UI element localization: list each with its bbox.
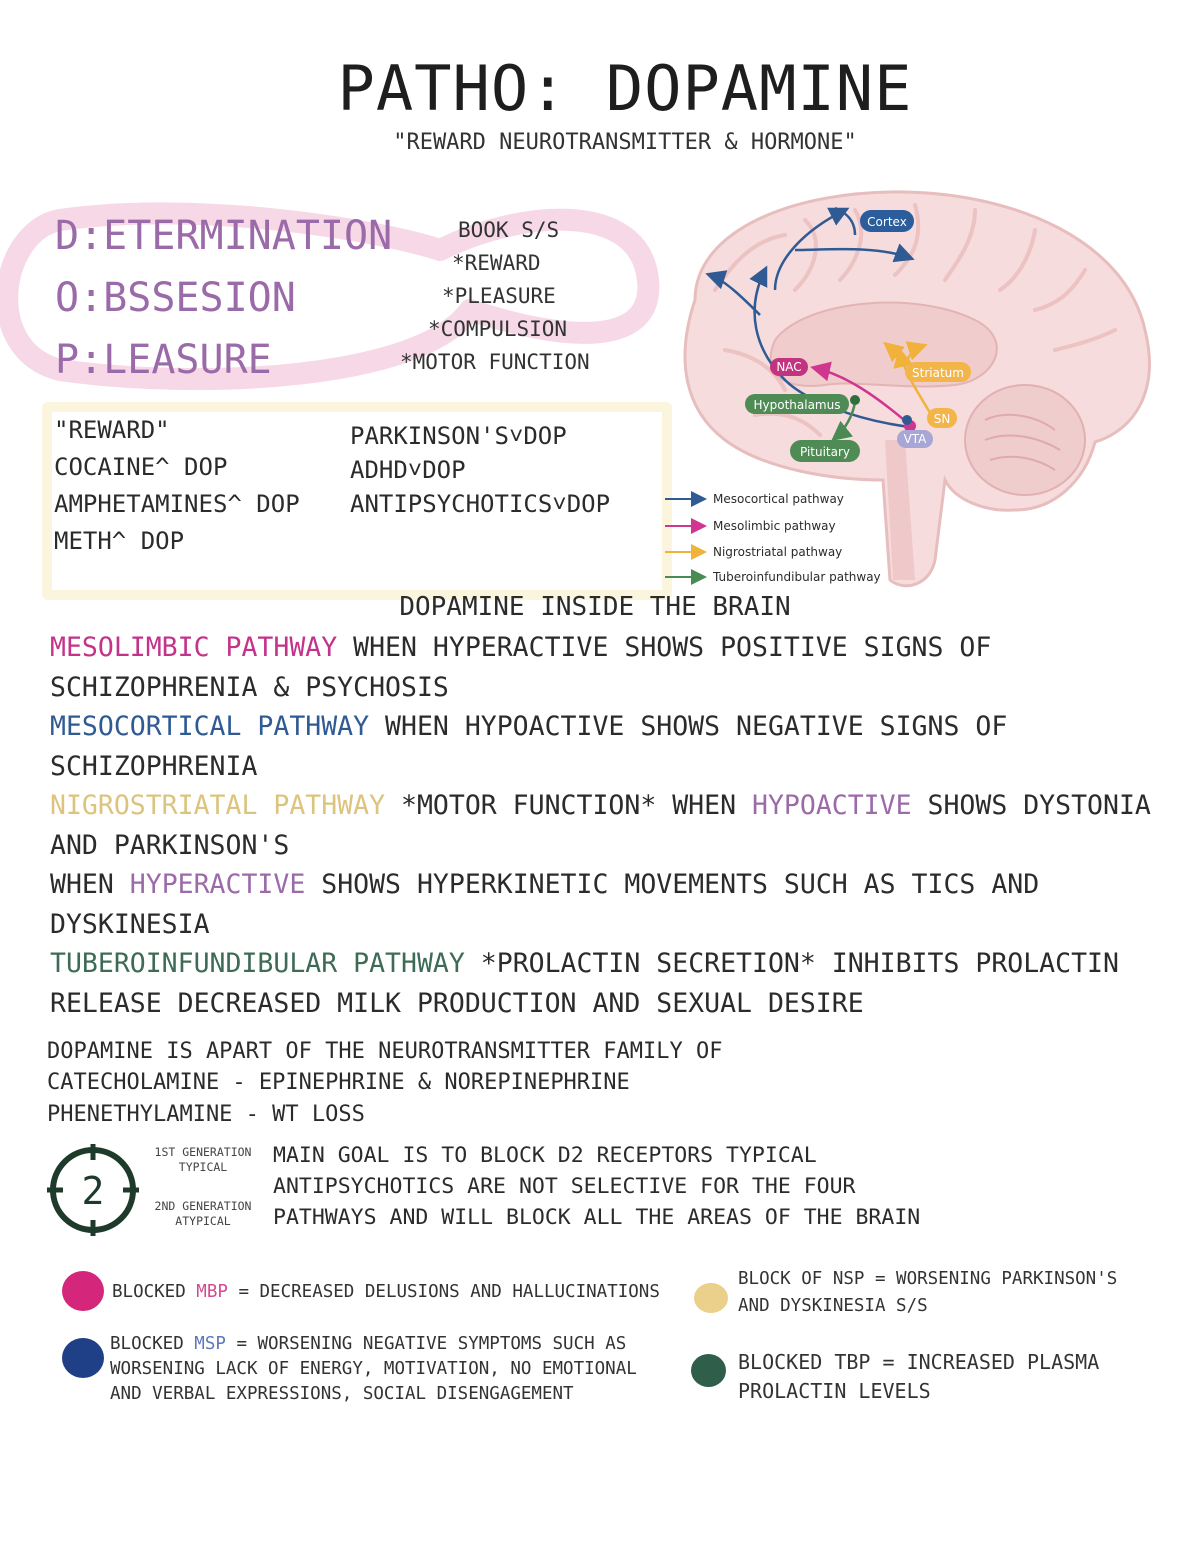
hyperactive-word: HYPERACTIVE [129, 869, 306, 901]
svg-text:VTA: VTA [904, 432, 928, 446]
tbp-color-dot [691, 1354, 726, 1387]
blocked-nsp-text: BLOCK OF NSP = WORSENING PARKINSON'S [738, 1269, 1118, 1289]
acronym-o: O:BSSESION [55, 275, 296, 321]
svg-text:Striatum: Striatum [912, 366, 964, 380]
brain-outline [683, 190, 1151, 588]
book-ss-item: *REWARD [452, 251, 541, 275]
book-ss-heading: BOOK S/S [458, 218, 560, 242]
svg-text:Hypothalamus: Hypothalamus [754, 398, 841, 412]
label-cortex: Cortex [860, 210, 914, 232]
reward-item: "REWARD" [54, 416, 170, 444]
page-title: PATHO: DOPAMINE [337, 52, 913, 125]
tuberoinfundibular-name: TUBEROINFUNDIBULAR PATHWAY [50, 948, 465, 979]
mesolimbic-paragraph: MESOLIMBIC PATHWAY WHEN HYPERACTIVE SHOW… [50, 628, 1170, 707]
blocked-nsp-text: AND DYSKINESIA S/S [738, 1296, 928, 1316]
first-generation-label: 1ST GENERATION TYPICAL [154, 1145, 252, 1174]
hypoactive-word: HYPOACTIVE [752, 790, 912, 821]
goal-line: PATHWAYS AND WILL BLOCK ALL THE AREAS OF… [273, 1205, 921, 1230]
label-striatum: Striatum [905, 362, 971, 382]
mesocortical-name: MESOCORTICAL PATHWAY [50, 711, 370, 742]
goal-line: MAIN GOAL IS TO BLOCK D2 RECEPTORS TYPIC… [273, 1143, 817, 1168]
book-ss-item: *PLEASURE [442, 284, 556, 308]
label-hypothalamus: Hypothalamus [745, 394, 849, 414]
decrease-item: ANTIPSYCHOTICS˅DOP [350, 490, 611, 518]
generation-clock-icon: 2 [47, 1144, 139, 1236]
decrease-item: ADHD˅DOP [350, 456, 466, 484]
mesocortical-text: WHEN HYPOACTIVE SHOWS NEGATIVE SIGNS OF … [50, 711, 1008, 782]
nigrostriatal-text: SHOWS DYSTONIA AND PARKINSON'S [50, 790, 1151, 861]
decrease-item: PARKINSON'S˅DOP [350, 422, 567, 450]
mesolimbic-name: MESOLIMBIC PATHWAY [50, 632, 338, 663]
label-vta: VTA [897, 430, 933, 448]
legend-label: Mesolimbic pathway [713, 519, 836, 533]
acronym-p: P:LEASURE [55, 337, 272, 383]
blocked-tbp-text: BLOCKED TBP = INCREASED PLASMA [738, 1350, 1100, 1374]
section-heading-brain: DOPAMINE INSIDE THE BRAIN [399, 592, 791, 622]
tuberoinfundibular-paragraph: TUBEROINFUNDIBULAR PATHWAY *PROLACTIN SE… [50, 944, 1170, 1023]
svg-text:Pituitary: Pituitary [800, 445, 850, 459]
nigrostriatal-paragraph: NIGROSTRIATAL PATHWAY *MOTOR FUNCTION* W… [50, 786, 1170, 944]
msp-color-dot [62, 1338, 104, 1378]
nigrostriatal-text: *MOTOR FUNCTION* WHEN [385, 790, 752, 821]
svg-text:NAC: NAC [776, 360, 801, 374]
book-ss-item: *COMPULSION [428, 317, 568, 341]
label-nac: NAC [770, 358, 808, 376]
svg-text:2: 2 [82, 1169, 105, 1213]
nigrostriatal-text: SHOWS HYPERKINETIC MOVEMENTS SUCH AS TIC… [50, 869, 1040, 940]
page-subtitle: "REWARD NEUROTRANSMITTER & HORMONE" [393, 130, 857, 155]
brain-pathways-diagram: Cortex NAC Striatum Hypothalamus SN VTA … [665, 190, 1151, 588]
reward-item: COCAINE^ DOP [54, 453, 228, 481]
blocked-mbp-text: BLOCKED MBP = DECREASED DELUSIONS AND HA… [112, 1282, 660, 1302]
second-generation-label: 2ND GENERATION ATYPICAL [154, 1199, 252, 1228]
highlight-box-decoration [42, 402, 672, 600]
family-line: DOPAMINE IS APART OF THE NEUROTRANSMITTE… [47, 1039, 723, 1064]
reward-item: METH^ DOP [54, 527, 185, 555]
blocked-tbp-text: PROLACTIN LEVELS [738, 1379, 931, 1403]
tuberoinfundibular-text: *PROLACTIN SECRETION* INHIBITS PROLACTIN… [50, 948, 1119, 1019]
nsp-color-dot [694, 1283, 728, 1313]
pathway-legend: Mesocortical pathway Mesolimbic pathway … [665, 491, 881, 585]
svg-text:Cortex: Cortex [867, 215, 907, 229]
goal-line: ANTIPSYCHOTICS ARE NOT SELECTIVE FOR THE… [273, 1174, 856, 1199]
mesocortical-paragraph: MESOCORTICAL PATHWAY WHEN HYPOACTIVE SHO… [50, 707, 1170, 786]
label-pituitary: Pituitary [790, 440, 860, 462]
acronym-d: D:ETERMINATION [55, 213, 393, 259]
mesolimbic-text: WHEN HYPERACTIVE SHOWS POSITIVE SIGNS OF… [50, 632, 992, 703]
mbp-color-dot [62, 1271, 104, 1311]
family-line: CATECHOLAMINE - EPINEPHRINE & NOREPINEPH… [47, 1070, 630, 1095]
nigrostriatal-name: NIGROSTRIATAL PATHWAY [50, 790, 386, 821]
book-ss-item: *MOTOR FUNCTION [400, 350, 590, 374]
nigrostriatal-text: WHEN [50, 869, 130, 901]
legend-label: Mesocortical pathway [713, 492, 844, 506]
highlighter-loop-decoration [0, 202, 660, 391]
blocked-msp-text: AND VERBAL EXPRESSIONS, SOCIAL DISENGAGE… [110, 1384, 574, 1404]
blocked-msp-text: WORSENING LACK OF ENERGY, MOTIVATION, NO… [110, 1359, 637, 1379]
blocked-msp-text: BLOCKED MSP = WORSENING NEGATIVE SYMPTOM… [110, 1334, 627, 1354]
reward-item: AMPHETAMINES^ DOP [54, 490, 300, 518]
svg-text:SN: SN [934, 412, 951, 426]
legend-label: Tuberoinfundibular pathway [712, 570, 881, 584]
label-sn: SN [927, 408, 957, 428]
legend-label: Nigrostriatal pathway [713, 545, 842, 559]
family-line: PHENETHYLAMINE - WT LOSS [47, 1102, 365, 1127]
